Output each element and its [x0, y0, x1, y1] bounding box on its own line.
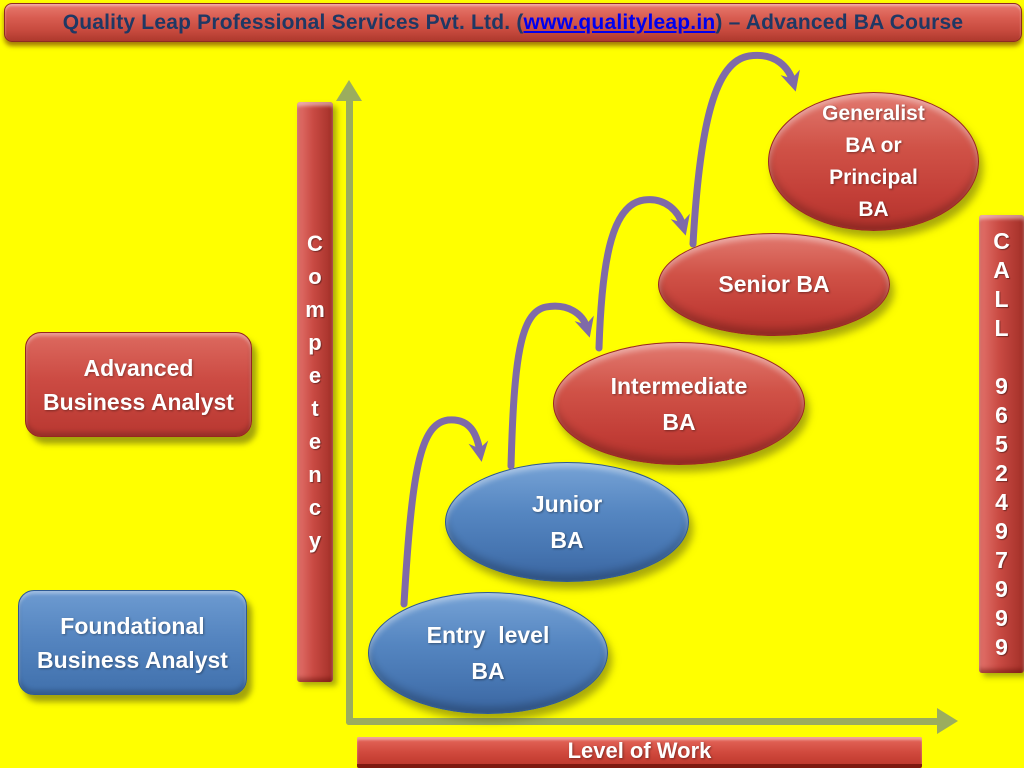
level-of-work-bar: Level of Work [357, 737, 922, 768]
y-axis-arrowhead-icon [336, 80, 362, 101]
ellipse-senior-ba: Senior BA [658, 233, 890, 336]
banner-suffix: ) – Advanced BA Course [715, 10, 964, 34]
x-axis-arrowhead-icon [937, 708, 958, 734]
title-banner: Quality Leap Professional Services Pvt. … [4, 3, 1022, 42]
ellipse-junior-ba: Junior BA [445, 462, 689, 582]
ellipse-generalist-principal-ba: Generalist BA or Principal BA [768, 92, 979, 231]
banner-text: Quality Leap Professional Services Pvt. … [63, 11, 964, 35]
y-axis-line [346, 96, 353, 725]
banner-prefix: Quality Leap Professional Services Pvt. … [62, 10, 524, 34]
foundational-business-analyst-box: Foundational Business Analyst [18, 590, 247, 695]
ellipse-intermediate-ba: Intermediate BA [553, 342, 805, 465]
x-axis-line [346, 718, 940, 725]
advanced-business-analyst-box: Advanced Business Analyst [25, 332, 252, 437]
website-link[interactable]: www.qualityleap.in [523, 10, 716, 34]
ellipse-entry-level-ba: Entry level BA [368, 592, 608, 714]
